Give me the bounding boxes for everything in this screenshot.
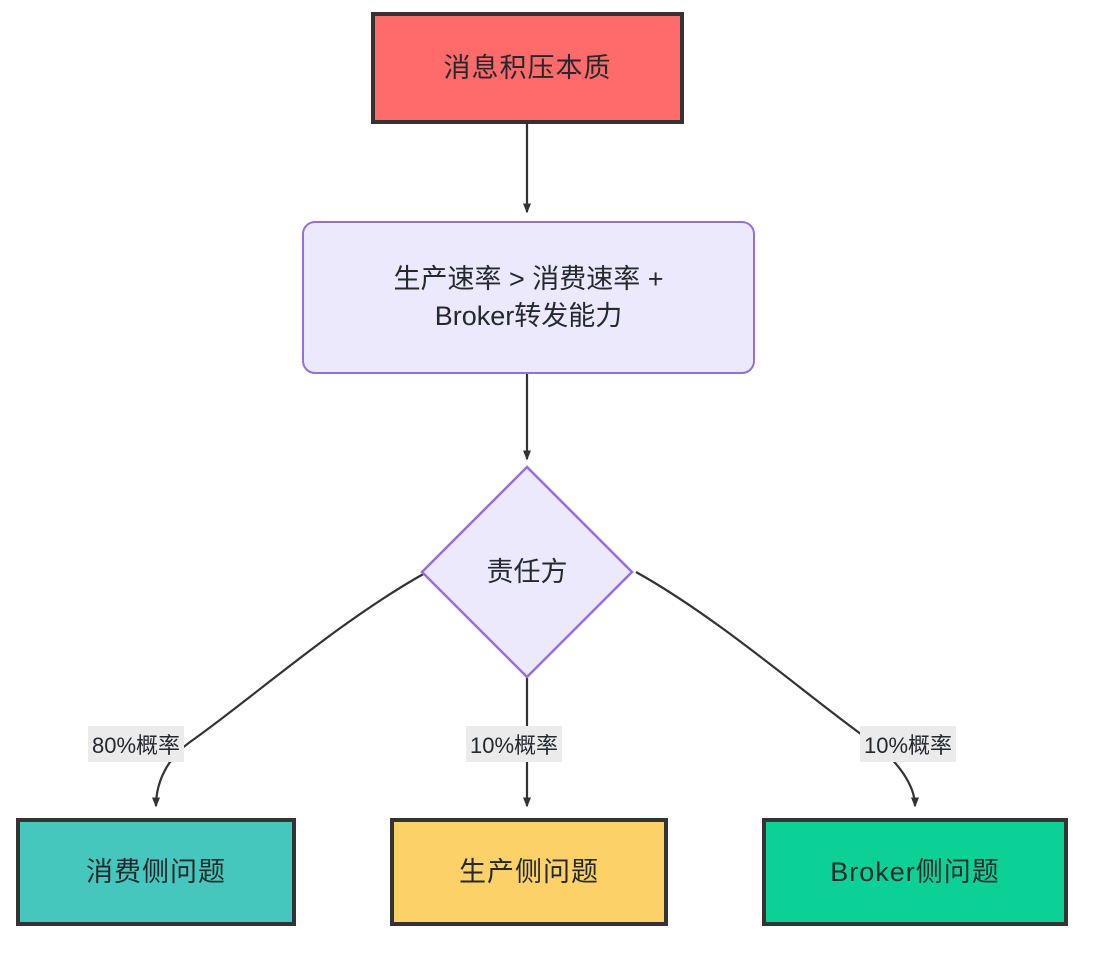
- diamond-shape-icon: [420, 465, 634, 679]
- node-broker-side-issue[interactable]: Broker侧问题: [762, 818, 1068, 926]
- edge-decision-to-consumer: [152, 571, 428, 808]
- node-message-backlog-essence[interactable]: 消息积压本质: [371, 12, 684, 124]
- node-rate-condition[interactable]: 生产速率 > 消费速率 + Broker转发能力: [302, 221, 755, 374]
- node-condition-label: 生产速率 > 消费速率 + Broker转发能力: [393, 264, 664, 331]
- node-consumer-side-issue[interactable]: 消费侧问题: [16, 818, 296, 926]
- edge-label-consumer-probability: 80%概率: [88, 726, 185, 762]
- edge-label-producer-probability: 10%概率: [466, 726, 563, 762]
- node-root-label: 消息积压本质: [443, 52, 612, 83]
- node-decision-label: 责任方: [486, 556, 568, 587]
- node-broker-label: Broker侧问题: [830, 856, 1000, 887]
- edge-label-broker-probability: 10%概率: [860, 726, 957, 762]
- edge-decision-to-broker: [635, 571, 919, 808]
- node-consumer-label: 消费侧问题: [86, 856, 226, 887]
- node-responsible-party-decision[interactable]: 责任方: [418, 463, 636, 681]
- node-producer-label: 生产侧问题: [459, 856, 599, 887]
- node-producer-side-issue[interactable]: 生产侧问题: [390, 818, 668, 926]
